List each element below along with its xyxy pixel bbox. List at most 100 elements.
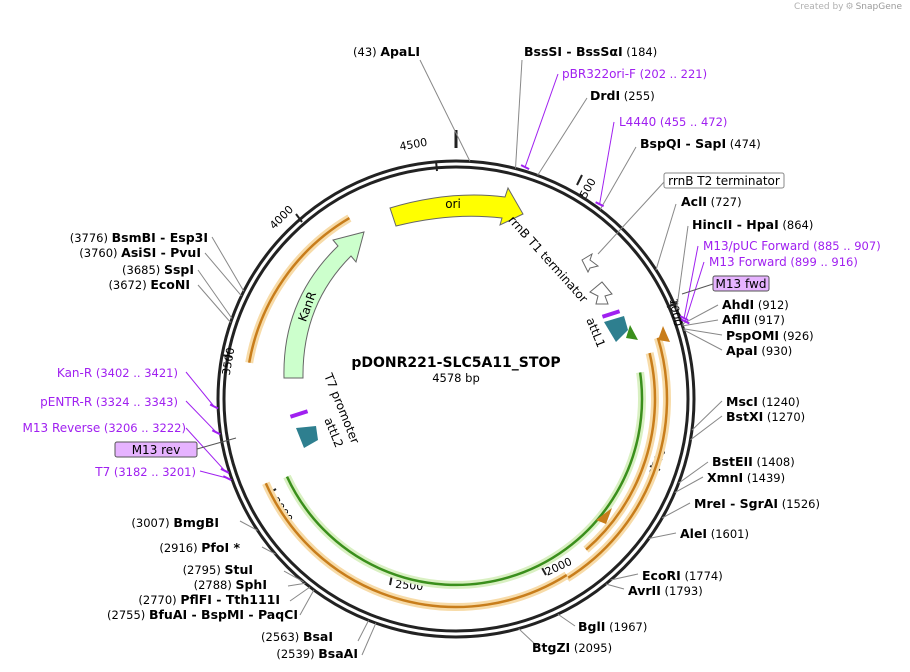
enzyme-label-bgli: BglI (1967) (578, 619, 647, 634)
enzyme-label-pspomi: PspOMI (926) (726, 328, 814, 343)
primer-label-pbr322: pBR322ori-F (202 .. 221) (562, 67, 707, 81)
tick-1000 (666, 302, 679, 308)
tick-4500 (435, 160, 438, 172)
ori-label: ori (445, 197, 461, 211)
tick-3500 (221, 354, 233, 358)
leader-bsssi (515, 59, 523, 169)
m13-fwd-leader (681, 283, 714, 295)
leader-asisi (204, 252, 242, 297)
primer-leader-t7p (199, 470, 228, 479)
kanr-feature (283, 231, 365, 379)
leader-hincii (676, 225, 689, 310)
leader-pspomi (683, 328, 723, 336)
enzyme-label-bsaai: (2539) BsaAI (276, 646, 358, 661)
primer-label-kanr: Kan-R (3402 .. 3421) (57, 366, 178, 380)
m13-rev-label: M13 rev (132, 443, 181, 457)
leader-btgzi (518, 628, 538, 647)
rrnb-t2-box (663, 172, 785, 189)
enzyme-label-aflii: AflII (917) (722, 312, 785, 327)
rrnb-t1-label: rrnB T1 terminator (505, 213, 590, 305)
orf-arc-3 (264, 482, 568, 609)
tick-500 (576, 174, 583, 186)
primer-tick-pentr (211, 429, 221, 436)
rrnb-t2-feature (589, 281, 613, 305)
primer-tick-t7p (222, 475, 232, 481)
leader-avrii (605, 583, 625, 590)
enzyme-label-bfuai: (2755) BfuAI - BspMI - PaqCI (107, 607, 298, 622)
primer-leader-m13rev (185, 427, 226, 472)
primer-tick-m13puc (679, 315, 689, 321)
leader-msci (691, 400, 723, 431)
primer-label-t7p: T7 (3182 .. 3201) (94, 465, 196, 479)
primer-leader-m13fwdp (684, 261, 705, 322)
plasmid-size: 4578 bp (432, 371, 480, 385)
primer-leader-pbr322 (524, 73, 559, 168)
attl2-feature (296, 426, 318, 448)
enzyme-label-drei: MreI - SgrAI (1526) (694, 496, 820, 511)
m13-fwd-box (712, 275, 770, 292)
primer-mark-attl2 (289, 409, 309, 419)
primer-tick-kanr (209, 403, 219, 410)
enzyme-label-asisi: (3760) AsiSI - PvuI (79, 245, 201, 260)
primer-label-m13puc: M13/pUC Forward (885 .. 907) (703, 239, 881, 253)
leader-drei (661, 502, 691, 519)
enzyme-label-sphi: (2788) SphI (194, 577, 267, 592)
attl1-label: attL1 (583, 315, 608, 349)
orf-arc-5 (285, 372, 644, 587)
orf-arrowhead-green (626, 325, 638, 340)
enzyme-label-apai: ApaI (930) (726, 343, 792, 358)
backbone-outer (216, 159, 696, 639)
leader-pfoi (261, 546, 276, 555)
primer-tick-l4440 (595, 201, 605, 208)
enzyme-label-bsteii: BstEII (1408) (712, 454, 795, 469)
leader-bgli (557, 613, 576, 627)
attl1-feature (604, 316, 628, 342)
enzyme-label-bsmbi: (3776) BsmBI - Esp3I (70, 230, 208, 245)
enzyme-label-ahdi: AhdI (912) (722, 297, 789, 312)
enzyme-label-bsssi: BssSI - BssSαI (184) (524, 44, 657, 59)
plasmid-name: pDONR221-SLC5A11_STOP (351, 355, 560, 371)
leader-ecori (610, 573, 639, 581)
rrnb-t1-feature (581, 252, 600, 274)
primer-leader-pentr (185, 400, 217, 433)
leader-bsteii (678, 461, 709, 484)
snapgene-logo-icon: ⚙ (845, 2, 854, 12)
tick-4000 (295, 213, 303, 223)
enzyme-label-acli: AclI (727) (681, 194, 742, 209)
primer-leader-l4440 (599, 121, 615, 205)
primer-label-l4440: L4440 (455 .. 472) (619, 115, 727, 129)
orf-arrowhead-1 (596, 508, 612, 524)
credit-text: Created by (793, 2, 844, 12)
leader-bsaai (361, 622, 377, 656)
credit-brand: SnapGene (855, 2, 902, 12)
leader-aflii (682, 319, 719, 327)
m13-rev-leader (196, 437, 237, 450)
enzyme-label-xmni: XmnI (1439) (707, 470, 785, 485)
leader-bsmbi (211, 236, 245, 292)
leader-bspqi (599, 146, 637, 210)
tick-label-3500: 3500 (220, 346, 238, 376)
enzyme-label-pfoi: (2916) PfoI * (159, 540, 240, 555)
primer-label-pentr: pENTR-R (3324 .. 3343) (40, 395, 178, 409)
enzyme-label-bstxi: BstXI (1270) (726, 409, 805, 424)
orf-arrowhead-2 (658, 326, 670, 342)
m13-rev-box (114, 441, 198, 458)
orf-arc-2 (585, 352, 657, 551)
primer-leader-kanr (185, 371, 215, 407)
primer-tick-m13fwdp (680, 318, 690, 325)
rrnb-t2-leader (597, 181, 665, 255)
enzyme-label-btgzi: BtgZI (2095) (532, 640, 612, 655)
enzyme-label-avrii: AvrII (1793) (628, 583, 703, 598)
orf-arc-1 (566, 337, 669, 580)
leader-bstxi (690, 415, 723, 441)
enzyme-label-stui: (2795) StuI (183, 562, 253, 577)
primer-tick-pbr322 (520, 164, 530, 170)
leader-alei (648, 532, 677, 539)
leader-pflfi (289, 586, 311, 602)
enzyme-label-bmgbi: (3007) BmgBI (131, 515, 219, 530)
rrnb-t2-label: rrnB T2 terminator (668, 174, 780, 188)
m13-fwd-label: M13 fwd (716, 277, 767, 291)
enzyme-label-drdi: DrdI (255) (590, 88, 655, 103)
